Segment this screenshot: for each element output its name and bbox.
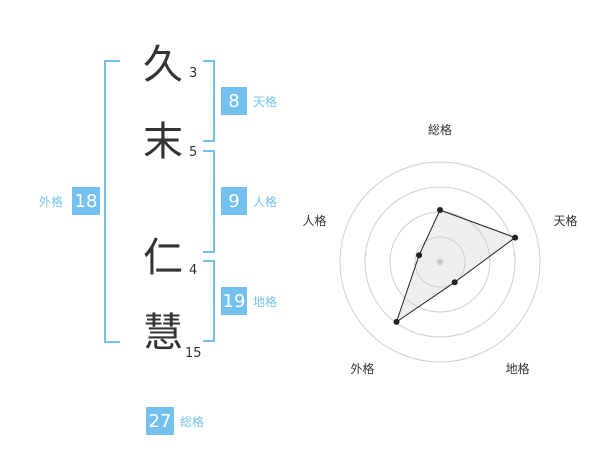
stroke-count-1: 3 bbox=[189, 66, 198, 81]
radar-axis-label-4: 外格 bbox=[350, 361, 375, 376]
radar-point-1 bbox=[437, 207, 443, 213]
chikaku-label: 地格 bbox=[253, 295, 278, 309]
gaikaku-bracket bbox=[104, 60, 120, 343]
name-char-2: 末 bbox=[143, 119, 183, 165]
name-char-4: 慧 bbox=[143, 310, 183, 356]
radar-point-5 bbox=[416, 252, 423, 259]
stroke-count-4: 15 bbox=[185, 346, 202, 361]
gaikaku-badge: 18 bbox=[72, 187, 100, 215]
radar-axis-label-2: 天格 bbox=[553, 214, 578, 229]
radar-point-3 bbox=[451, 279, 458, 286]
radar-point-4 bbox=[393, 318, 400, 325]
gaikaku-label: 外格 bbox=[39, 195, 64, 209]
radar-point-2 bbox=[512, 234, 519, 241]
tenkaku-label: 天格 bbox=[253, 95, 278, 109]
tenkaku-bracket bbox=[203, 60, 215, 142]
name-char-3: 仁 bbox=[143, 235, 183, 281]
soukaku-badge: 27 bbox=[146, 407, 174, 435]
radar-axis-label-5: 人格 bbox=[302, 214, 327, 229]
radar-center-dot bbox=[437, 259, 443, 265]
chikaku-bracket bbox=[203, 260, 215, 342]
radar-ring-1 bbox=[414, 236, 466, 288]
name-char-1: 久 bbox=[143, 42, 183, 88]
stroke-count-2: 5 bbox=[189, 145, 198, 160]
radar-ring-4 bbox=[339, 161, 541, 363]
radar-ring-3 bbox=[364, 186, 516, 338]
stroke-count-3: 4 bbox=[189, 263, 198, 278]
jinkaku-bracket bbox=[203, 150, 215, 253]
jinkaku-label: 人格 bbox=[253, 195, 278, 209]
chikaku-badge: 19 bbox=[221, 287, 247, 315]
radar-axis-label-3: 地格 bbox=[505, 361, 530, 376]
radar-axis-label-1: 総格 bbox=[427, 123, 453, 137]
tenkaku-badge: 8 bbox=[221, 87, 247, 115]
jinkaku-badge: 9 bbox=[221, 187, 247, 215]
radar-series-polygon bbox=[395, 209, 517, 324]
soukaku-label: 総格 bbox=[180, 415, 205, 429]
